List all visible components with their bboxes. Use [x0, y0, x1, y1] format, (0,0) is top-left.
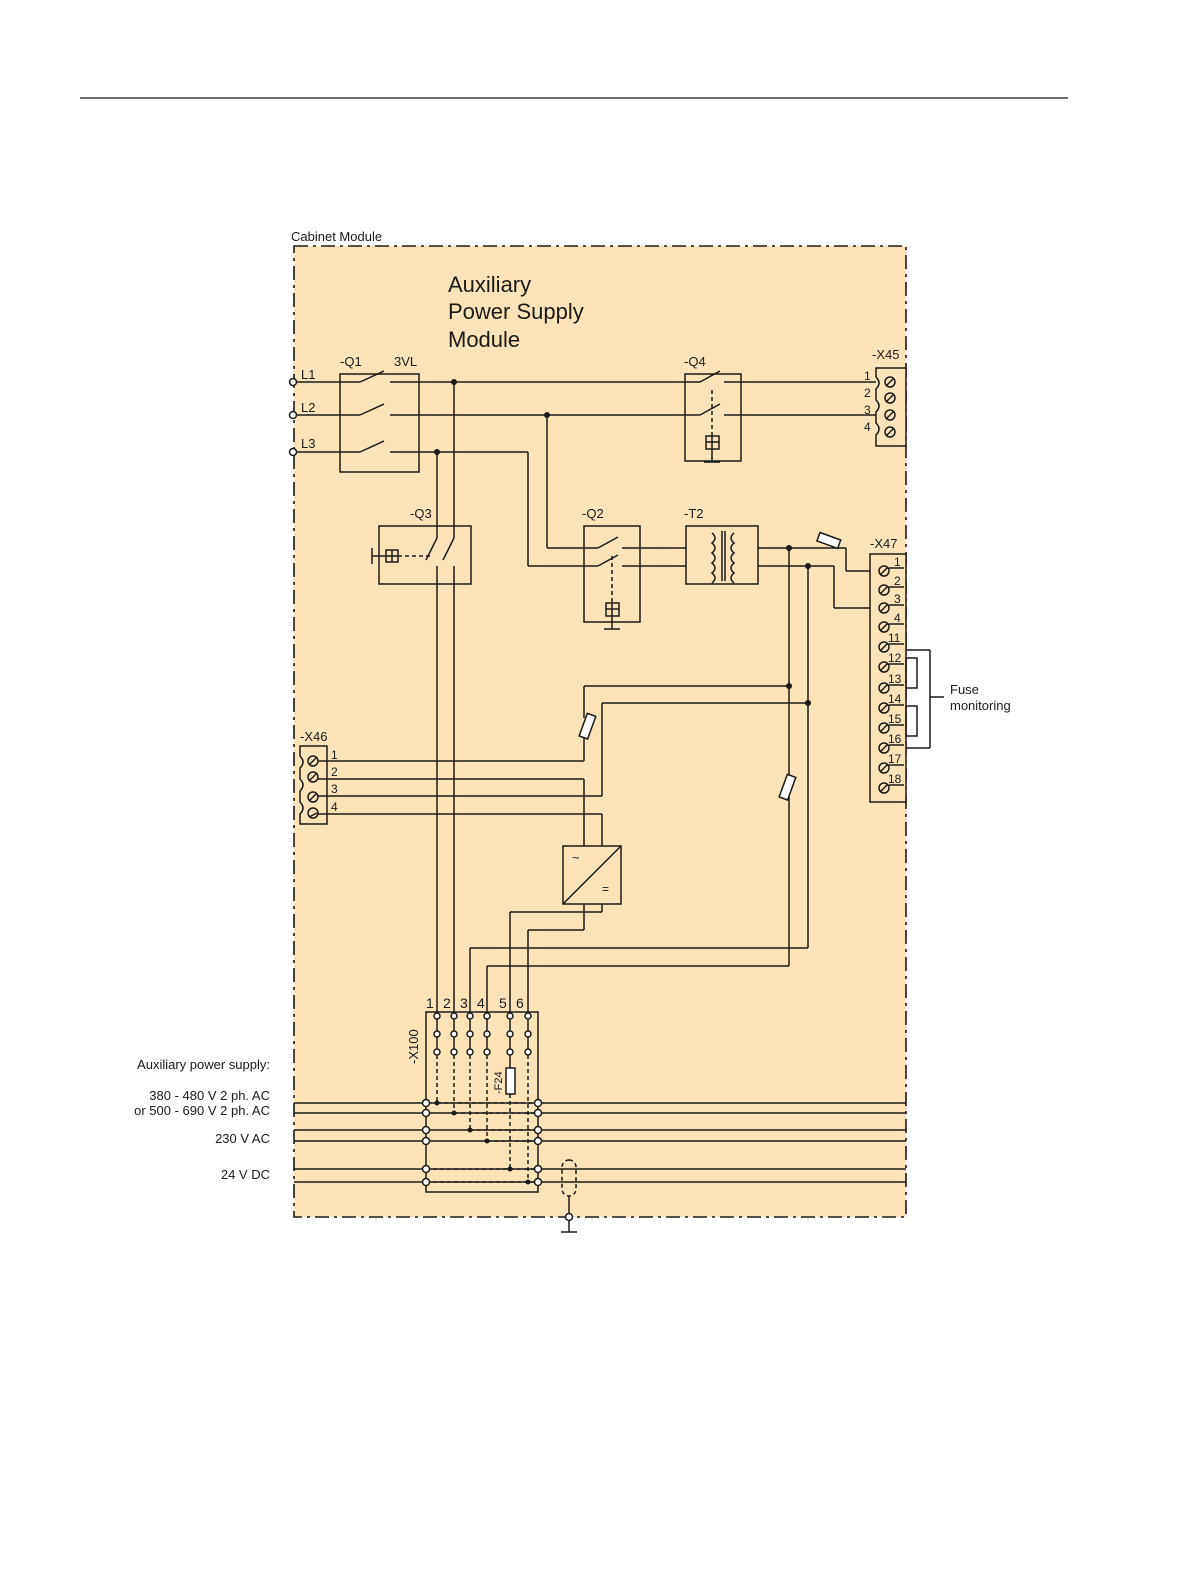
x47-terminal-14: 14 — [888, 692, 902, 706]
module-title-line-1: Auxiliary — [448, 272, 531, 297]
x45-terminal-3: 3 — [864, 403, 871, 417]
t2-label: -T2 — [684, 506, 704, 521]
phase-label-l2: L2 — [301, 400, 315, 415]
x100-terminal-4: 4 — [477, 995, 485, 1011]
x100-terminal-3: 3 — [460, 995, 468, 1011]
q4-circuit-breaker — [685, 374, 741, 461]
converter-dc-symbol: = — [602, 882, 609, 896]
x47-terminal-17: 17 — [888, 752, 902, 766]
x100-terminal-2: 2 — [443, 995, 451, 1011]
x45-terminal-4: 4 — [864, 420, 871, 434]
phase-label-l1: L1 — [301, 367, 315, 382]
module-title-line-2: Power Supply — [448, 299, 584, 324]
x46-terminal-1: 1 — [331, 748, 338, 762]
module-title-line-3: Module — [448, 327, 520, 352]
cabinet-module-label: Cabinet Module — [291, 229, 382, 244]
x47-terminal-15: 15 — [888, 712, 902, 726]
aux-supply-230vac: 230 V AC — [215, 1131, 270, 1146]
x47-terminal-12: 12 — [888, 651, 902, 665]
x47-terminal-4: 4 — [894, 611, 901, 625]
q2-label: -Q2 — [582, 506, 604, 521]
x100-label: -X100 — [406, 1029, 421, 1064]
x46-terminal-strip — [300, 746, 327, 824]
converter-ac-symbol: ~ — [572, 850, 580, 865]
x45-terminal-2: 2 — [864, 386, 871, 400]
x46-terminal-2: 2 — [331, 765, 338, 779]
aux-supply-24vdc: 24 V DC — [221, 1167, 270, 1182]
x45-terminal-1: 1 — [864, 369, 871, 383]
x47-terminal-18: 18 — [888, 772, 902, 786]
aux-supply-line-2: or 500 - 690 V 2 ph. AC — [134, 1103, 270, 1118]
q3-label: -Q3 — [410, 506, 432, 521]
x45-terminal-strip — [876, 368, 906, 446]
x46-label: -X46 — [300, 729, 327, 744]
q1-label: -Q1 — [340, 354, 362, 369]
q1-type-label: 3VL — [394, 354, 417, 369]
x47-terminal-2: 2 — [894, 574, 901, 588]
f24-label: -F24 — [493, 1071, 505, 1094]
x46-terminal-4: 4 — [331, 800, 338, 814]
x47-label: -X47 — [870, 536, 897, 551]
x47-terminal-13: 13 — [888, 672, 902, 686]
x100-terminal-5: 5 — [499, 995, 507, 1011]
x47-terminal-16: 16 — [888, 732, 902, 746]
x47-terminal-3: 3 — [894, 592, 901, 606]
x47-terminal-1: 1 — [894, 555, 901, 569]
x46-terminal-3: 3 — [331, 782, 338, 796]
fuse-monitoring-line-2: monitoring — [950, 698, 1011, 713]
x45-label: -X45 — [872, 347, 899, 362]
x47-terminal-11: 11 — [888, 631, 901, 645]
x100-terminal-6: 6 — [516, 995, 524, 1011]
phase-label-l3: L3 — [301, 436, 315, 451]
x100-terminal-1: 1 — [426, 995, 434, 1011]
fuse-monitoring-line-1: Fuse — [950, 682, 979, 697]
aux-supply-line-1: 380 - 480 V 2 ph. AC — [149, 1088, 270, 1103]
q4-label: -Q4 — [684, 354, 706, 369]
q3-circuit-breaker — [379, 526, 471, 584]
x100-terminal-block — [426, 1012, 538, 1192]
q1-circuit-breaker — [340, 374, 419, 472]
aux-supply-heading: Auxiliary power supply: — [137, 1057, 270, 1072]
